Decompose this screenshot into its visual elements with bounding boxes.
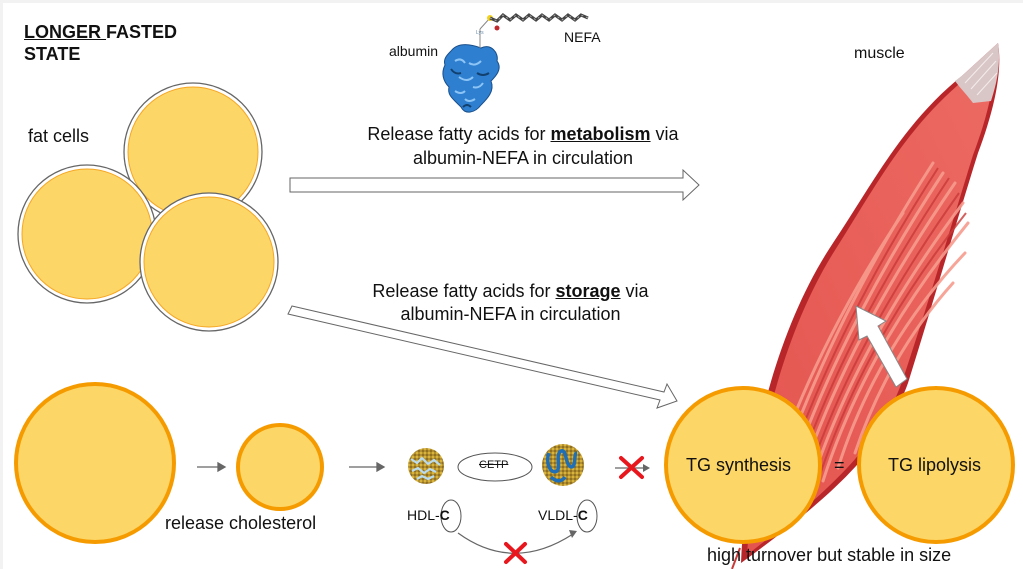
cetp-ellipse <box>457 452 533 482</box>
metabolism-emphasis: metabolism <box>550 124 651 144</box>
nefa-molecule <box>479 13 589 48</box>
fat-cell <box>123 82 263 222</box>
caption-text: Release fatty acids for <box>367 124 551 144</box>
caption-text: via <box>620 281 649 301</box>
flow-arrow <box>197 461 227 473</box>
metabolism-arrow <box>289 168 700 202</box>
blocked-arrow <box>615 456 650 479</box>
equals-sign: = <box>834 455 845 475</box>
vldl-c-ellipse <box>576 499 598 533</box>
fat-cell <box>17 164 157 304</box>
caption-text: via <box>650 124 679 144</box>
hdl-c-ellipse <box>440 499 462 533</box>
metabolism-caption: Release fatty acids for metabolism via a… <box>339 122 707 170</box>
diagram-canvas: LONGER FASTED STATE fat cells albumin NE… <box>3 3 1023 569</box>
title-underlined: LONGER <box>24 22 107 42</box>
fat-cells-cluster <box>17 82 279 332</box>
lys-label: Lys <box>476 30 484 36</box>
muscle-label: muscle <box>854 45 905 62</box>
lipolysis-up-arrow <box>855 305 908 388</box>
tg-lipolysis-circle <box>857 386 1015 544</box>
vldl-particle <box>542 444 584 486</box>
footer-caption: high turnover but stable in size <box>707 545 952 565</box>
title-line2: STATE <box>24 44 81 64</box>
storage-arrow <box>287 305 678 409</box>
vldl-text: VLDL- <box>538 507 578 523</box>
lipid-droplet-small <box>236 423 324 511</box>
title-line1: FASTED <box>106 22 178 42</box>
storage-emphasis: storage <box>555 281 621 301</box>
albumin-label: albumin <box>389 43 439 59</box>
storage-caption: Release fatty acids for storage via albu… <box>348 280 673 326</box>
cholesterol-c: C <box>577 507 588 523</box>
albumin-protein <box>442 44 500 113</box>
diagram-graphics <box>14 13 1015 569</box>
vldl-c-label: VLDL-C <box>538 507 588 523</box>
nefa-label: NEFA <box>564 29 601 45</box>
tg-synthesis-circle <box>664 386 822 544</box>
flow-arrow <box>349 461 386 473</box>
release-cholesterol-label: release cholesterol <box>165 513 317 533</box>
cetp-label: CETP <box>479 459 509 471</box>
hdl-c-label: HDL-C <box>407 507 450 523</box>
hdl-particle <box>408 448 444 484</box>
caption-text: Release fatty acids for <box>372 281 556 301</box>
caption-text: albumin-NEFA in circulation <box>412 148 634 168</box>
caption-text: albumin-NEFA in circulation <box>400 304 621 324</box>
tg-lipolysis-label: TG lipolysis <box>888 455 982 475</box>
page-title: LONGER FASTED STATE <box>24 21 177 65</box>
lipid-droplet-large <box>14 382 176 544</box>
muscle-tip <box>731 547 741 569</box>
fat-cells-label: fat cells <box>28 126 90 146</box>
tg-synthesis-label: TG synthesis <box>686 455 792 475</box>
cholesterol-c: C <box>439 507 450 523</box>
fat-cell <box>139 192 279 332</box>
hdl-text: HDL- <box>407 507 440 523</box>
blocked-transfer-arrow <box>457 530 577 564</box>
